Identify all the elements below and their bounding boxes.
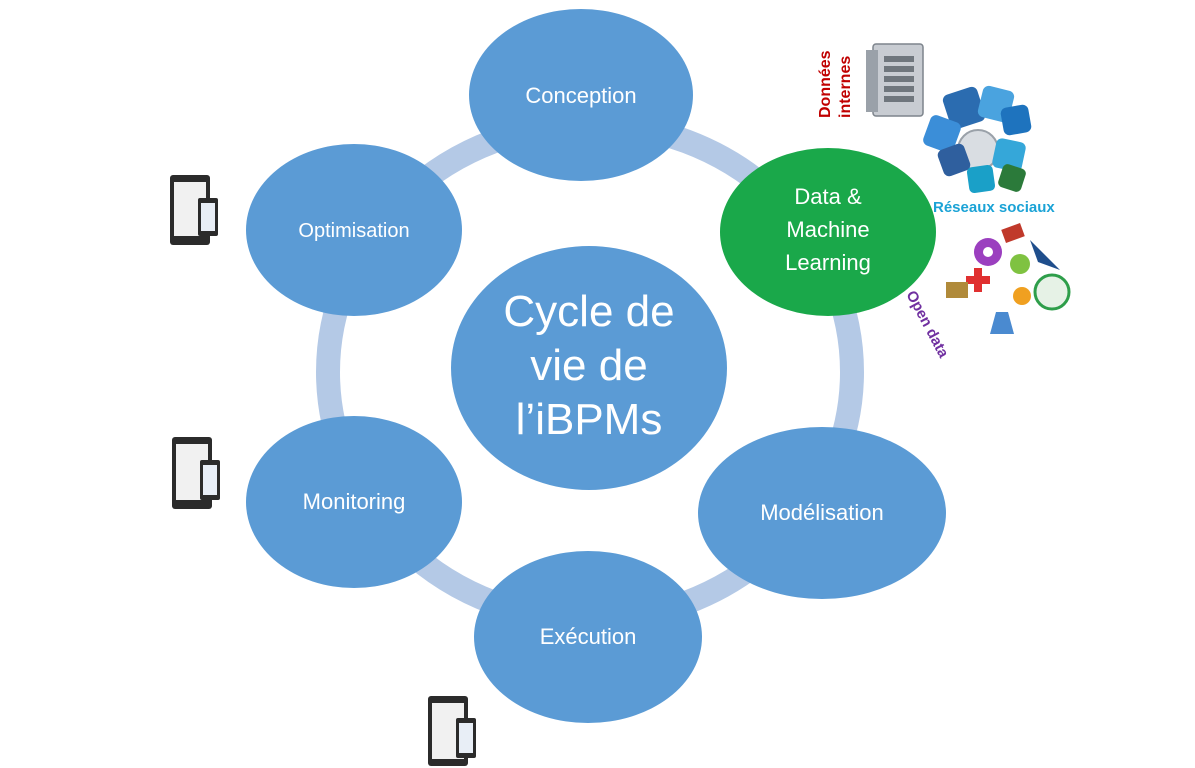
open-data-icons	[946, 223, 1071, 334]
center-node: Cycle de vie de l’iBPMs	[451, 246, 727, 490]
node-data-ml-line-2: Machine	[786, 217, 869, 242]
server-icon	[866, 43, 924, 117]
donnees-line-2: internes	[837, 56, 854, 118]
node-data-ml: Data & Machine Learning	[720, 148, 936, 316]
tablet-phone-icon	[172, 437, 220, 509]
node-monitoring-label: Monitoring	[303, 489, 406, 514]
tablet-phone-icon	[170, 175, 218, 245]
open-data-label: Open data	[902, 288, 952, 361]
center-line-2: vie de	[530, 341, 647, 390]
node-optimisation: Optimisation	[246, 144, 462, 316]
tablet-phone-icon	[428, 696, 476, 766]
node-monitoring: Monitoring	[246, 416, 462, 588]
node-data-ml-line-3: Learning	[785, 250, 871, 275]
node-data-ml-line-1: Data &	[794, 184, 862, 209]
social-media-icons	[923, 85, 1032, 194]
node-conception: Conception	[469, 9, 693, 181]
node-optimisation-label: Optimisation	[298, 220, 409, 242]
node-modelisation-label: Modélisation	[760, 500, 884, 525]
center-line-3: l’iBPMs	[516, 395, 663, 444]
node-execution-label: Exécution	[540, 624, 637, 649]
reseaux-sociaux-label: Réseaux sociaux	[933, 199, 1055, 216]
center-line-1: Cycle de	[503, 287, 674, 336]
node-conception-label: Conception	[525, 83, 636, 108]
node-execution: Exécution	[474, 551, 702, 723]
donnees-line-1: Données	[817, 50, 834, 118]
node-modelisation: Modélisation	[698, 427, 946, 599]
